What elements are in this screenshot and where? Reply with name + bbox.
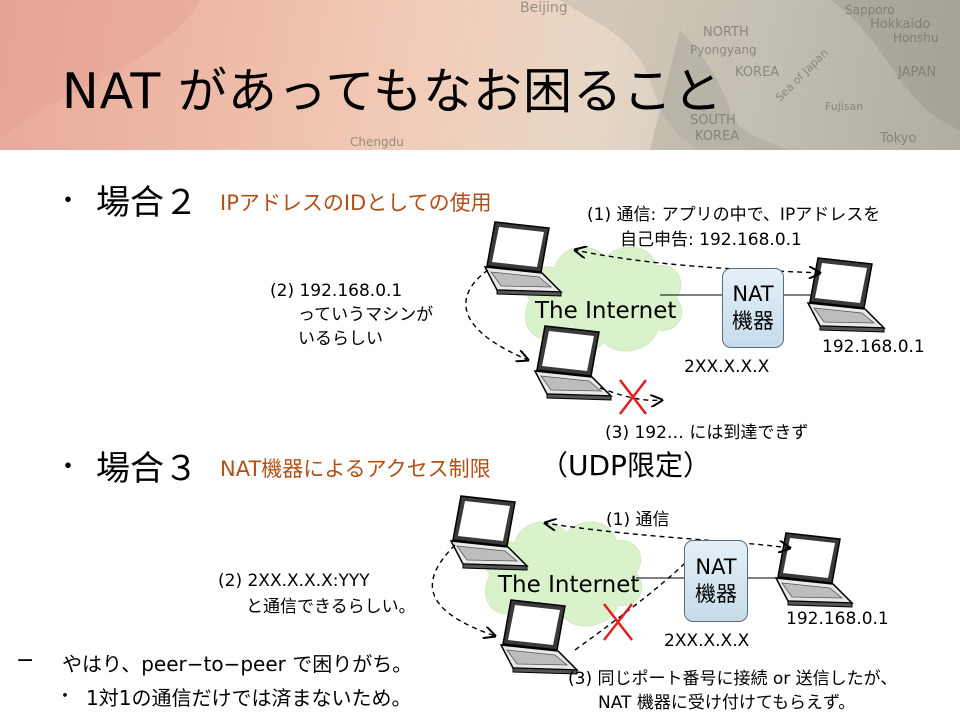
cross-mark-icon <box>603 603 633 641</box>
map-label: KOREA <box>735 65 779 80</box>
case3-step1-label: (1) 通信 <box>606 510 670 530</box>
case3-step2-label: と通信できるらしい。 <box>246 597 416 617</box>
map-label: Chengdu <box>350 135 404 149</box>
case2-step2-label: いるらしい <box>298 329 383 349</box>
map-label: Fujisan <box>825 100 863 113</box>
bullet: ・ <box>55 452 82 482</box>
map-label: NORTH <box>703 25 749 40</box>
arrow-icon <box>545 523 790 548</box>
map-label: KOREA <box>695 129 739 144</box>
bullet: ・ <box>55 186 82 216</box>
map-label: Sapporo <box>845 3 895 17</box>
case3-title: 場合３ <box>96 449 198 489</box>
header-banner: Beijing NORTH Pyongyang KOREA SOUTH KORE… <box>0 0 960 150</box>
summary-line2: 1対1の通信だけでは済まないため。 <box>86 686 412 710</box>
page-title: NAT があってもなお困ること <box>62 63 723 120</box>
nat-device: NAT 機器 <box>684 540 748 622</box>
summary-dash: − <box>16 648 35 673</box>
host-address: 192.168.0.1 <box>786 609 889 629</box>
nat-label: NAT <box>695 555 737 579</box>
summary-bullet: ・ <box>56 686 74 707</box>
map-label: Honshu <box>893 31 938 45</box>
laptop-icon <box>775 532 853 608</box>
nat-label: 機器 <box>732 309 774 333</box>
map-label: JAPAN <box>897 65 936 80</box>
arrow-icon <box>599 387 662 400</box>
map-label: Pyongyang <box>690 43 757 57</box>
laptop-icon <box>450 495 528 571</box>
case3-subtitle: NAT機器によるアクセス制限 <box>220 457 491 481</box>
case2-subtitle: IPアドレスのIDとしての使用 <box>220 191 492 215</box>
internet-label: The Internet <box>498 572 640 598</box>
map-background: Beijing NORTH Pyongyang KOREA SOUTH KORE… <box>0 0 960 150</box>
map-label: Hokkaido <box>870 17 930 32</box>
host-address: 192.168.0.1 <box>822 337 925 357</box>
map-label: Tokyo <box>879 131 916 146</box>
summary-line1: やはり、peer−to−peer で困りがち。 <box>62 652 413 676</box>
case2-step2-label: (2) 192.168.0.1 <box>270 281 403 301</box>
map-label: SOUTH <box>690 113 736 128</box>
arrow-icon <box>431 544 495 636</box>
nat-label: NAT <box>732 282 774 306</box>
case3-step2-label: (2) 2XX.X.X.X:YYY <box>218 571 370 591</box>
case3-step3-label: (3) 同じポート番号に接続 or 送信したが、 <box>568 669 898 689</box>
nat-label: 機器 <box>695 582 737 606</box>
case3-paren: （UDP限定） <box>540 449 711 482</box>
nat-address: 2XX.X.X.X <box>684 357 770 377</box>
nat-device: NAT 機器 <box>722 268 784 348</box>
internet-label: The Internet <box>535 298 677 324</box>
nat-address: 2XX.X.X.X <box>664 631 750 651</box>
case2-step1-label: 自己申告: 192.168.0.1 <box>620 230 802 250</box>
case2-title: 場合２ <box>96 183 198 223</box>
case2-step1-label: (1) 通信: アプリの中で、IPアドレスを <box>587 205 881 225</box>
cross-mark-icon <box>619 379 647 415</box>
laptop-icon <box>484 221 562 297</box>
case3-step3-label: NAT 機器に受け付けてもらえず。 <box>598 693 856 713</box>
case2-step2-label: っていうマシンが <box>298 305 434 325</box>
case2-step3-label: (3) 192… には到達できず <box>605 423 809 443</box>
laptop-icon <box>807 257 885 333</box>
arrow-icon <box>465 269 528 360</box>
map-label: Beijing <box>520 0 568 16</box>
